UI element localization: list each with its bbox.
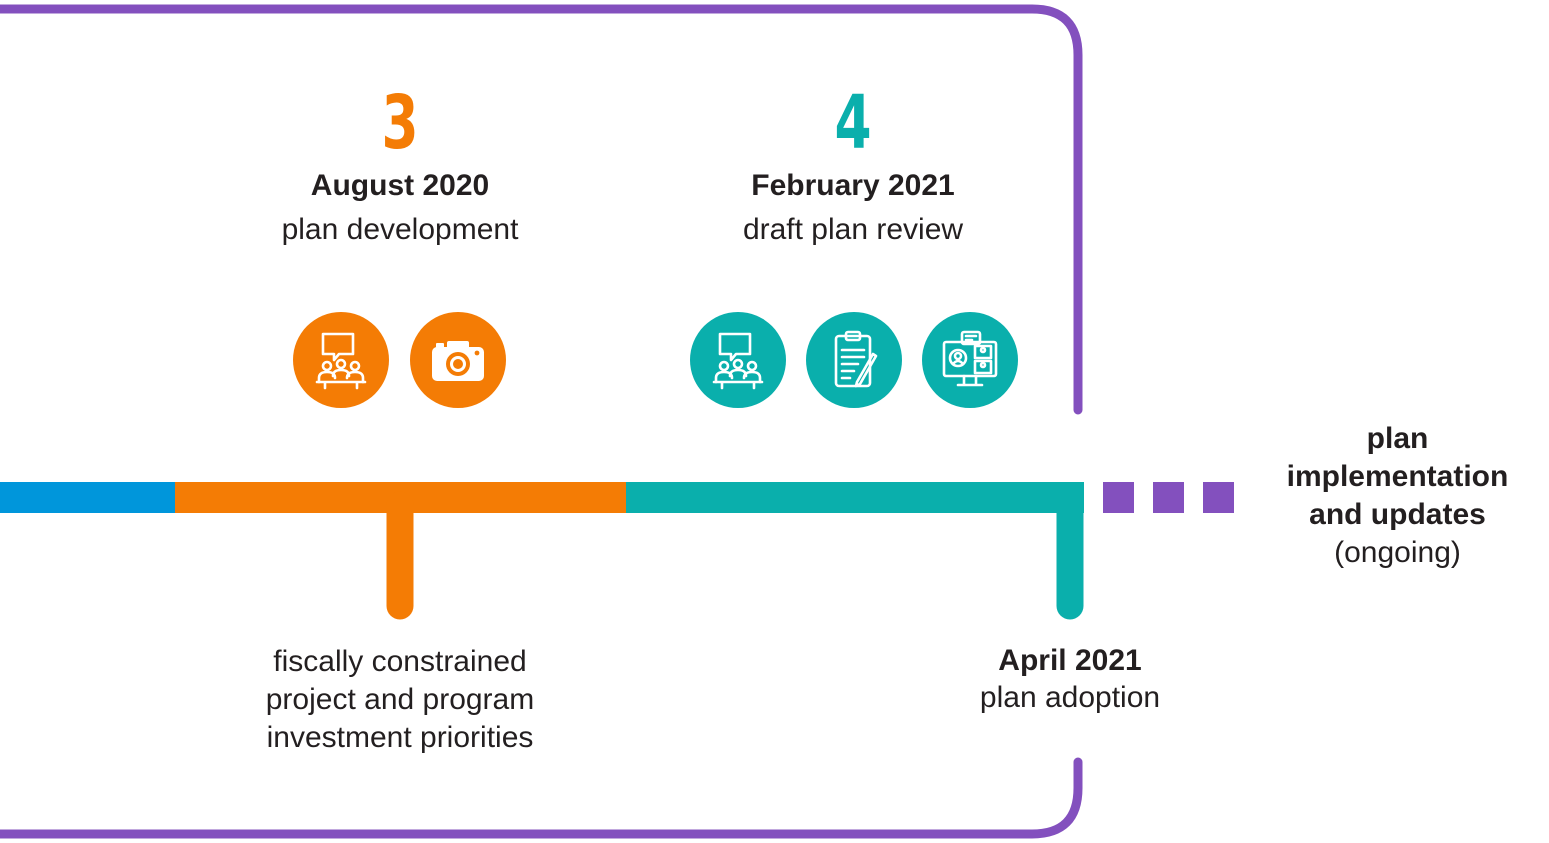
adoption-date: April 2021 [998,644,1142,677]
meeting-discussion-icon [293,312,389,408]
step-date: August 2020 [310,169,490,202]
priorities-text: fiscally constrained project and program… [200,643,600,757]
ongoing-dash [1203,482,1234,513]
ongoing-dash [1153,482,1184,513]
step-number: 4 [834,80,872,166]
virtual-meeting-icon [922,312,1018,408]
clipboard-edit-icon [806,312,902,408]
priorities-line: project and program [265,683,535,716]
ongoing-text: plan implementation and updates (ongoing… [1250,420,1545,572]
priorities-line: investment priorities [266,721,534,754]
timeline-segment-blue [0,482,175,513]
timeline-segment-teal [626,482,1084,513]
ongoing-dash [1103,482,1134,513]
ongoing-line: and updates [1309,498,1486,531]
priorities-line: fiscally constrained [273,645,527,678]
ongoing-line: implementation [1286,460,1509,493]
step-activity: draft plan review [742,213,964,246]
step-number: 3 [381,80,419,166]
ongoing-line: plan [1366,422,1429,455]
camera-icon [410,312,506,408]
phase-bracket-bottom [0,757,1083,839]
phase-bracket-top [0,4,1083,415]
adoption-label: plan adoption [979,681,1161,714]
step-activity: plan development [281,213,519,246]
ongoing-note: (ongoing) [1334,536,1461,569]
step-date: February 2021 [751,169,955,202]
meeting-discussion-icon [690,312,786,408]
